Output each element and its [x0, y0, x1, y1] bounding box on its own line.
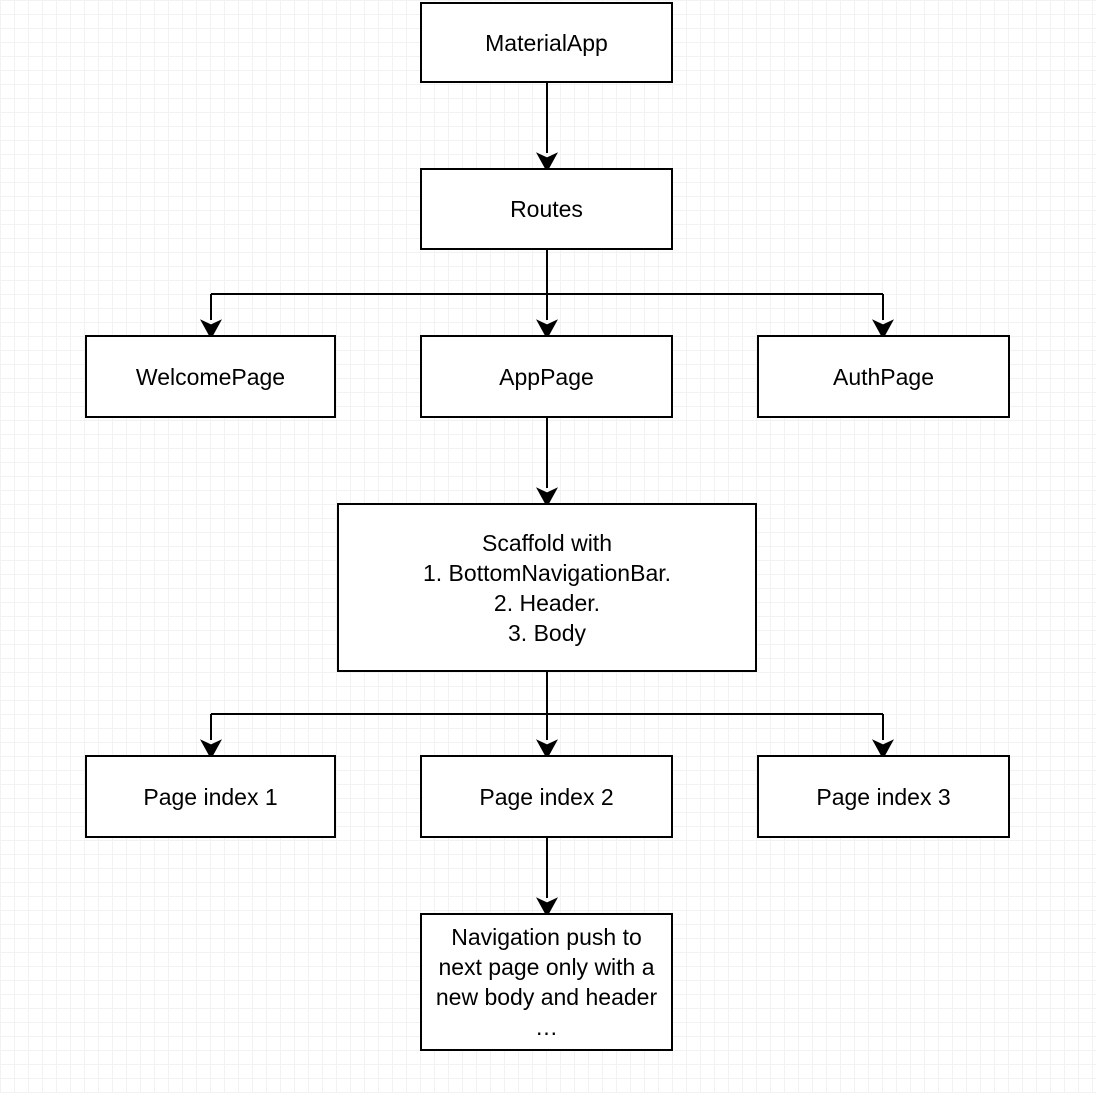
node-routes[interactable]: Routes [420, 168, 673, 250]
node-auth-page[interactable]: AuthPage [757, 335, 1010, 418]
node-welcome-page[interactable]: WelcomePage [85, 335, 336, 418]
node-app-page[interactable]: AppPage [420, 335, 673, 418]
node-page-index-2[interactable]: Page index 2 [420, 755, 673, 838]
node-nav-push[interactable]: Navigation push to next page only with a… [420, 913, 673, 1051]
node-page-index-3[interactable]: Page index 3 [757, 755, 1010, 838]
node-material-app[interactable]: MaterialApp [420, 2, 673, 83]
node-page-index-1[interactable]: Page index 1 [85, 755, 336, 838]
node-scaffold[interactable]: Scaffold with 1. BottomNavigationBar. 2.… [337, 503, 757, 672]
